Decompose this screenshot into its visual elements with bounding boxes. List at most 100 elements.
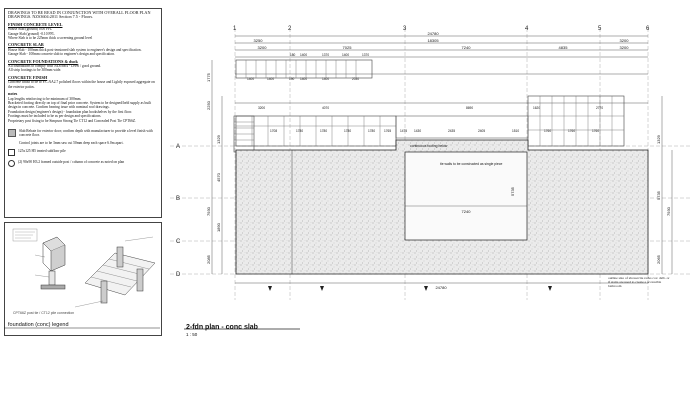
patio-recess <box>404 151 528 241</box>
notes-item-2: Bracketed footing directly on top of fin… <box>8 100 152 110</box>
dim-deck-10: 2030 <box>352 77 359 81</box>
top-dimension-labels: 24780 18305 3250 3200 3200 7025 7240 483… <box>254 31 630 50</box>
slab-line-2: Garage Slab - 100mm concrete slab to eng… <box>8 52 115 57</box>
notes-item-4: Footings must be included to be as per d… <box>8 114 102 119</box>
deck-joists-right <box>528 96 624 146</box>
sheet-title: 2-fdn plan - conc slab <box>186 324 258 331</box>
dim-deck-13: 8690 <box>466 106 473 110</box>
dim-deck-11: 3200 <box>258 106 265 110</box>
levels-title: FINISH CONCRETE LEVEL <box>8 21 63 27</box>
dim-deck-14: 1620 <box>533 106 540 110</box>
tie-walls-note: tie walls to be constructed as single pi… <box>440 162 502 166</box>
outline-note: outline size of shower/tie racks cov. ds… <box>608 276 670 289</box>
dim-bay-9: 2405 <box>478 129 485 133</box>
dim-bay-11: 1760 <box>544 129 551 133</box>
deck-joists-left <box>236 116 396 146</box>
dim-left-1329: 1329 <box>216 134 221 144</box>
finish-title: CONCRETE FINISH <box>8 74 48 80</box>
dim-right-7930: 7930 <box>666 206 671 216</box>
dim-3200-left: 3200 <box>258 45 268 50</box>
deck-framing-upper <box>235 59 373 79</box>
section-markers <box>268 286 552 291</box>
dim-bay-7: 1430 <box>414 129 421 133</box>
dim-left-2250: 2250 <box>206 100 211 110</box>
symbol-1-text: Slab Rebate for exterior door; confirm d… <box>19 128 153 138</box>
slab-line-1: House Slab - 100mm thick post-tensioned … <box>8 47 142 52</box>
notes-item-3: Foundation design (engineer's design) - … <box>8 109 133 114</box>
dim-deck-15: 2770 <box>596 106 603 110</box>
dim-left-4570: 4570 <box>216 172 221 182</box>
continuous-footing-note: continuous footing below <box>410 144 448 148</box>
deck-dimension-labels: 180 1400 1370 1400 1370 1400 1400 190 14… <box>247 53 603 110</box>
notes-item-5: Proprietary post fixing to be Simpson St… <box>8 118 136 123</box>
grid-number-1: 1 <box>233 26 237 32</box>
post-symbol-icon <box>8 160 15 168</box>
section-marker-3-icon <box>424 286 428 291</box>
stair-treads <box>234 121 254 147</box>
right-dimension-labels: 1329 7930 5735 2065 <box>656 134 671 264</box>
grid-letter-d: D <box>176 272 181 278</box>
pile-symbol-icon <box>8 149 15 157</box>
dim-left-2085: 2085 <box>206 254 211 264</box>
notes-heading: DRAWINGS TO BE READ IN CONJUNCTION WITH … <box>8 10 151 20</box>
symbol-row-3: (2) 90x90 H3.2 framed outside post / col… <box>8 160 158 168</box>
dim-3200-right: 3200 <box>620 45 630 50</box>
dim-7240: 7240 <box>462 45 472 50</box>
dim-bay-4: 1780 <box>368 129 375 133</box>
dim-bay-5: 1765 <box>384 129 391 133</box>
dim-left-1890: 1890 <box>216 222 221 232</box>
slab-title: CONCRETE SLAB <box>8 42 44 48</box>
dim-overall-bottom: 24780 <box>435 285 447 290</box>
dim-deck-0: 180 <box>290 53 296 57</box>
grid-number-labels: 1 2 3 4 5 6 A B C D <box>176 26 650 278</box>
notes-item-1: Lap lengths reinforcing to be minimum of… <box>8 96 82 101</box>
section-marker-4-icon <box>548 286 552 291</box>
dim-7025: 7025 <box>343 45 353 50</box>
symbol-row-1: Slab Rebate for exterior door; confirm d… <box>8 128 158 145</box>
grid-number-4: 4 <box>525 26 529 32</box>
dim-deck-3: 1400 <box>342 53 349 57</box>
dim-deck-1: 1400 <box>300 53 307 57</box>
grid-number-6: 6 <box>646 26 650 32</box>
dim-bay-1: 1780 <box>296 129 303 133</box>
left-dimension-lines <box>211 60 223 274</box>
levels-line-2: Garage Slab (ground) -0.10 FFL <box>8 31 55 36</box>
dim-deck-4: 1370 <box>362 53 369 57</box>
symbol-3-text: (2) 90x90 H3.2 framed outside post / col… <box>18 160 125 165</box>
right-dimension-lines <box>661 96 673 274</box>
dim-overall-top: 24780 <box>427 31 439 36</box>
dim-right-2065: 2065 <box>656 254 661 264</box>
notes-list-title: notes <box>8 91 18 97</box>
slab-rebate-symbol-icon <box>8 128 16 137</box>
sheet-scale: 1 : 50 <box>186 332 198 337</box>
dim-deck-12: 4070 <box>322 106 329 110</box>
foundations-line-1: All foundations to comply with NZS3604 -… <box>8 64 102 69</box>
legend-caption: CPT66Z post tie / CT12 pile connection <box>13 311 75 315</box>
dim-bay-2: 1780 <box>320 129 327 133</box>
foundation-legend-panel: CPT66Z post tie / CT12 pile connection <box>4 222 162 336</box>
dim-bay-10: 1510 <box>512 129 519 133</box>
symbol-row-2: 125x125 H5 treated subfloor pile <box>8 149 158 157</box>
grid-number-2: 2 <box>288 26 292 32</box>
deck-joists-upper <box>245 60 357 78</box>
legend-title: foundation (conc) legend <box>8 322 69 328</box>
dim-deck-7: 190 <box>289 77 295 81</box>
dim-bay-12: 1760 <box>568 129 575 133</box>
dim-bay-8: 2435 <box>448 129 455 133</box>
left-dimension-labels: 1775 2250 1329 4570 7930 1890 2085 <box>206 72 221 264</box>
symbol-2-text: 125x125 H5 treated subfloor pile <box>18 149 66 154</box>
dim-right-5735: 5735 <box>656 190 661 200</box>
post-tie-detail-diagram <box>12 228 156 308</box>
section-marker-1-icon <box>268 286 272 291</box>
grid-number-3: 3 <box>403 26 407 32</box>
dim-patio: 7240 <box>462 209 472 214</box>
grid-letter-a: A <box>176 144 180 150</box>
dim-bay-13: 1760 <box>592 129 599 133</box>
dim-deck-2: 1370 <box>322 53 329 57</box>
grid-letter-c: C <box>176 239 181 245</box>
levels-line-3: Where Slab is to be 225mm thick a screen… <box>8 36 93 41</box>
dim-bay-0: 1708 <box>270 129 277 133</box>
dim-deck-8: 1400 <box>300 77 307 81</box>
dim-deck-9: 1400 <box>322 77 329 81</box>
